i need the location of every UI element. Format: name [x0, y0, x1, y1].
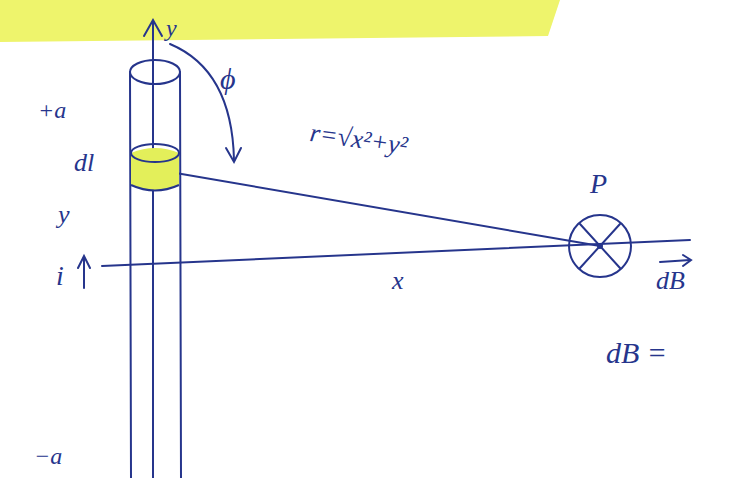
- element-label: dl: [74, 150, 94, 176]
- phi-arrowhead: [226, 148, 241, 162]
- distance-label: r=√x²+y²: [308, 120, 409, 159]
- end-label: +a: [38, 98, 66, 122]
- height-label: y: [58, 202, 70, 228]
- x-line: [102, 240, 690, 266]
- phi-arc: [170, 44, 234, 160]
- end-label: −a: [34, 444, 62, 468]
- dl-top: [131, 144, 179, 162]
- field-into-page: [569, 215, 631, 277]
- y-axis: [152, 22, 154, 478]
- cross: [580, 224, 620, 268]
- axis-label: y: [166, 16, 177, 40]
- vector-arrow: [660, 260, 690, 262]
- cylinder-top: [130, 60, 180, 84]
- cross: [580, 224, 620, 268]
- cylinder-edge: [180, 72, 181, 478]
- point-label: P: [590, 170, 607, 198]
- point-dot: [597, 243, 603, 249]
- dl-bottom: [131, 185, 179, 191]
- current-label: i: [56, 262, 64, 290]
- field-label: dB: [656, 268, 685, 294]
- current-arrow: [83, 258, 85, 288]
- angle-label: ϕ: [220, 64, 236, 94]
- r-line: [170, 172, 600, 246]
- dl-highlight: [131, 148, 179, 190]
- distance-label: x: [392, 268, 404, 294]
- equation-label: dB =: [606, 338, 667, 368]
- cylinder-edge: [130, 72, 131, 478]
- highlight-band: [0, 0, 560, 42]
- vector-arrowhead: [683, 255, 691, 266]
- axis-arrowhead: [144, 20, 162, 36]
- current-arrowhead: [78, 256, 90, 268]
